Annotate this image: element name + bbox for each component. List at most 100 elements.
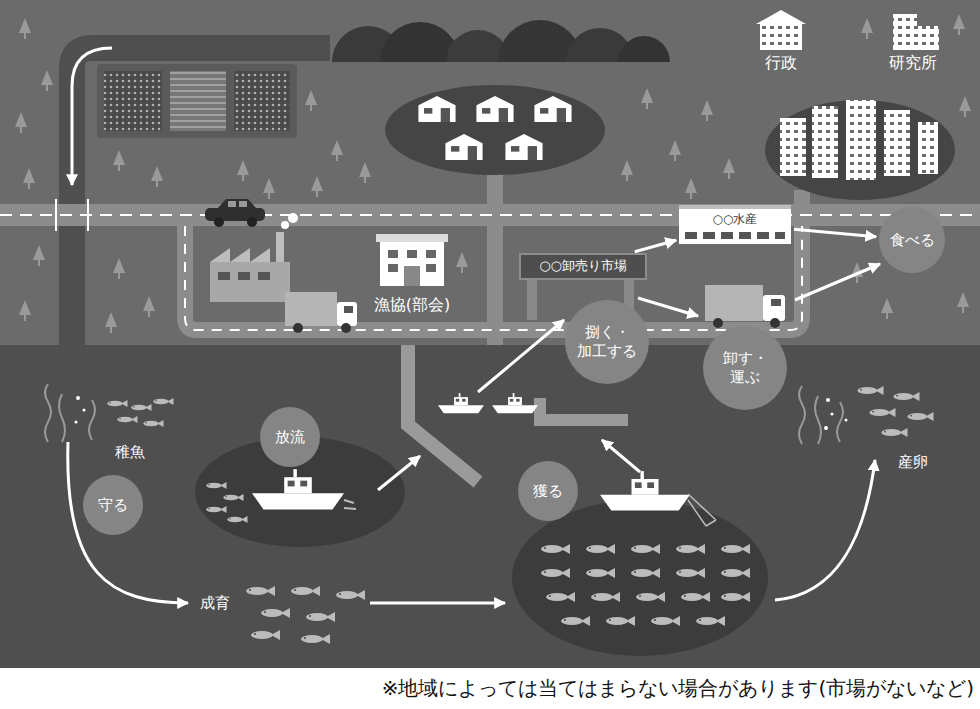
flow-arrow [794, 229, 876, 236]
residential-area [385, 85, 605, 175]
trees [957, 292, 969, 313]
vehicles-and-buildings [288, 213, 298, 223]
residential-area [505, 134, 542, 160]
node-text: 守る [98, 496, 128, 515]
trees [23, 168, 35, 189]
node-text: ○○水産 [713, 212, 758, 227]
sea-life [75, 421, 78, 424]
residential-area [445, 134, 482, 160]
sea-life [893, 392, 919, 401]
vehicles-and-buildings [214, 217, 224, 227]
node-text: 卸す・ 運ぶ [714, 349, 777, 387]
footnote: ※地域によっては当てはまらない場合があります(市場がないなど) [382, 676, 974, 700]
residential-area [385, 85, 605, 175]
flow-arrows [638, 298, 698, 316]
fields [170, 71, 226, 131]
sea-life [251, 630, 280, 640]
vehicles-and-buildings [247, 217, 257, 227]
city [760, 24, 802, 50]
city [765, 100, 955, 200]
trees [19, 18, 31, 39]
sea-life [721, 544, 750, 554]
fields [104, 71, 162, 131]
flow-arrows [602, 440, 640, 472]
sea-life [143, 420, 163, 427]
trees [15, 14, 971, 333]
sea-life [107, 400, 127, 407]
sea-life [815, 396, 821, 444]
sea-life [591, 592, 620, 602]
node-text: 捌く・ 加工する [576, 323, 639, 361]
vehicles-and-buildings [337, 302, 357, 326]
trees [33, 245, 45, 266]
market-sign: ○○卸売り市場 [519, 253, 647, 280]
sea-life [546, 592, 575, 602]
sea-life [586, 544, 615, 554]
sea-life [301, 634, 330, 644]
sea-life [246, 586, 275, 596]
ground [0, 668, 980, 709]
sea-life [696, 616, 725, 626]
sea-life [45, 384, 934, 656]
trees [359, 162, 371, 183]
sea-life [676, 568, 705, 578]
city [917, 26, 939, 50]
sea-life [826, 398, 830, 402]
fields [234, 71, 290, 131]
trees [953, 14, 965, 35]
sea-life [223, 494, 243, 501]
sea-life [606, 616, 635, 626]
city [918, 122, 938, 174]
node-text: 放流 [275, 428, 305, 447]
sea-life [291, 586, 320, 596]
harbour [438, 393, 484, 413]
city [780, 118, 806, 176]
sea-life [869, 408, 895, 417]
vehicles-and-buildings [341, 323, 351, 333]
residential-area [418, 96, 455, 122]
flow-arrows [478, 320, 564, 392]
activity-circle: 食べる [879, 207, 945, 273]
trees [263, 178, 275, 199]
roads [55, 199, 57, 231]
vehicles-and-buildings [713, 318, 723, 328]
vehicles-and-buildings [218, 272, 230, 280]
mountains [618, 36, 670, 62]
trees [621, 160, 633, 181]
sea-life [907, 412, 933, 421]
vehicles-and-buildings [344, 306, 353, 313]
flow-arrows [378, 456, 420, 490]
city [756, 10, 806, 24]
place-label: 研究所 [889, 53, 937, 72]
harbour [408, 345, 478, 482]
sea-life [153, 398, 173, 405]
sea-life [541, 568, 570, 578]
trees [105, 312, 117, 333]
vehicles-and-buildings [228, 201, 236, 207]
sea-life [799, 386, 805, 444]
sea-life [541, 544, 570, 554]
sea-life [89, 400, 95, 440]
sea-life [227, 516, 247, 523]
trees [113, 150, 125, 171]
vehicles-and-buildings [218, 199, 256, 208]
trees [685, 178, 697, 199]
flow-arrows [370, 602, 505, 605]
sea-life [845, 419, 848, 422]
vehicles-and-buildings [276, 232, 284, 262]
activity-circle: 守る [83, 475, 143, 535]
roads [87, 199, 89, 231]
sea-life [83, 409, 86, 412]
trees [305, 90, 317, 111]
trees [331, 140, 343, 161]
vehicles-and-buildings [281, 221, 289, 229]
sea-life [586, 568, 615, 578]
stage-label: 産卵 [898, 453, 928, 471]
sea-life [857, 386, 883, 395]
roads [0, 214, 980, 216]
trees [881, 298, 893, 319]
harbour [540, 398, 628, 420]
activity-circle: 放流 [260, 407, 320, 467]
